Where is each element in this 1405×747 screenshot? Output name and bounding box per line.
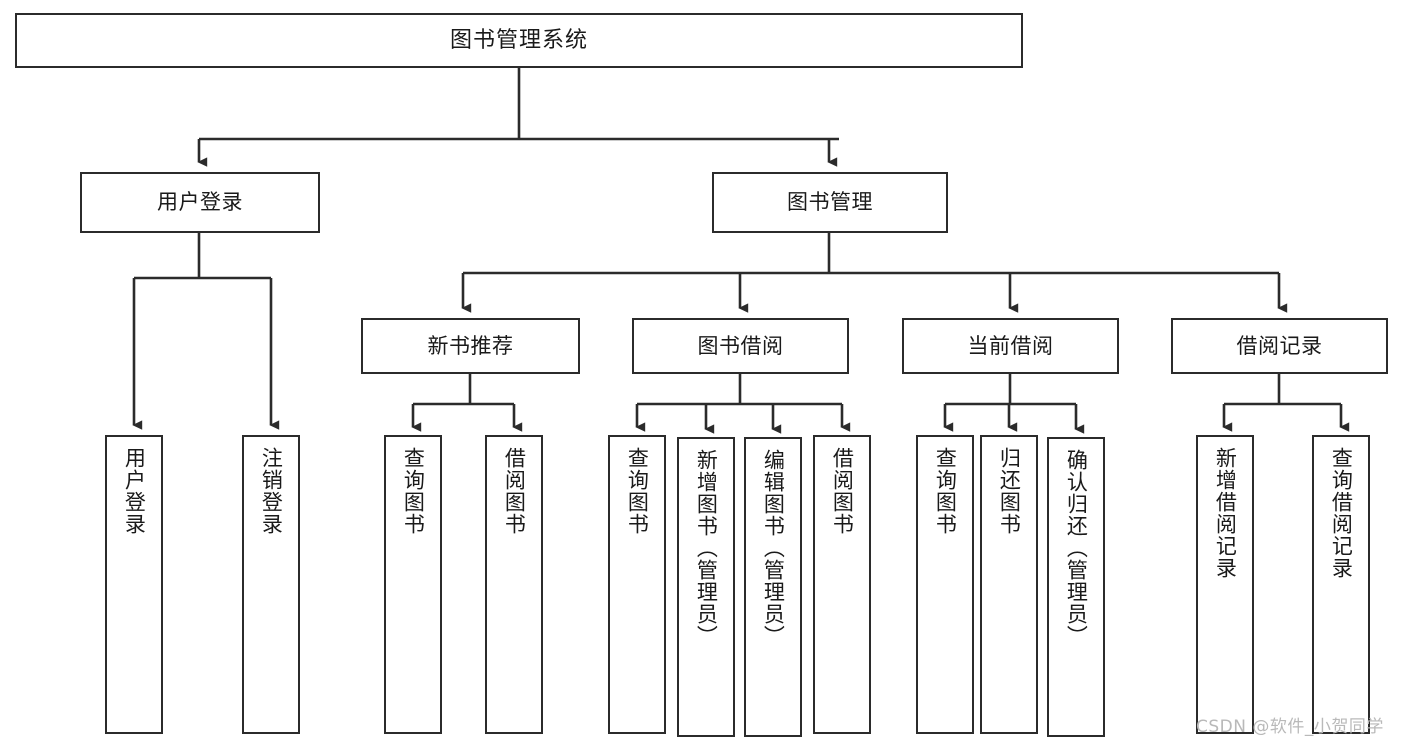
node-root-label: 图书管理系统 xyxy=(449,27,588,53)
node-leaf-query-book-1-label: 查询图书 xyxy=(401,447,426,535)
node-leaf-confirm-return[interactable]: 确认归还（管理员） xyxy=(1047,437,1105,737)
node-leaf-query-book-1[interactable]: 查询图书 xyxy=(384,435,442,734)
csdn-watermark: CSDN @软件_小贺同学 xyxy=(1196,717,1384,737)
node-leaf-add-book-label: 新增图书（管理员） xyxy=(694,449,719,647)
node-root[interactable]: 图书管理系统 xyxy=(15,13,1023,68)
node-leaf-edit-book-label: 编辑图书（管理员） xyxy=(761,449,786,647)
node-user-login-label: 用户登录 xyxy=(157,190,243,215)
node-book-manage[interactable]: 图书管理 xyxy=(712,172,948,233)
node-leaf-query-book-3-label: 查询图书 xyxy=(933,447,958,535)
node-leaf-add-book[interactable]: 新增图书（管理员） xyxy=(677,437,735,737)
node-borrow-record[interactable]: 借阅记录 xyxy=(1171,318,1388,374)
node-leaf-add-record-label: 新增借阅记录 xyxy=(1213,447,1238,579)
node-leaf-add-record[interactable]: 新增借阅记录 xyxy=(1196,435,1254,734)
node-current-borrow[interactable]: 当前借阅 xyxy=(902,318,1119,374)
node-book-manage-label: 图书管理 xyxy=(787,190,873,215)
node-leaf-user-logout[interactable]: 注销登录 xyxy=(242,435,300,734)
node-leaf-user-logout-label: 注销登录 xyxy=(259,447,284,535)
node-new-book-recommend[interactable]: 新书推荐 xyxy=(361,318,580,374)
node-leaf-edit-book[interactable]: 编辑图书（管理员） xyxy=(744,437,802,737)
node-book-borrow[interactable]: 图书借阅 xyxy=(632,318,849,374)
node-leaf-borrow-book-1[interactable]: 借阅图书 xyxy=(485,435,543,734)
node-leaf-borrow-book-2[interactable]: 借阅图书 xyxy=(813,435,871,734)
node-leaf-query-book-3[interactable]: 查询图书 xyxy=(916,435,974,734)
node-leaf-user-login-label: 用户登录 xyxy=(122,447,147,535)
node-leaf-query-record-label: 查询借阅记录 xyxy=(1329,447,1354,579)
node-leaf-query-record[interactable]: 查询借阅记录 xyxy=(1312,435,1370,734)
node-leaf-borrow-book-1-label: 借阅图书 xyxy=(502,447,527,535)
node-book-borrow-label: 图书借阅 xyxy=(697,333,784,358)
node-leaf-query-book-2[interactable]: 查询图书 xyxy=(608,435,666,734)
node-borrow-record-label: 借阅记录 xyxy=(1236,333,1323,358)
node-leaf-user-login[interactable]: 用户登录 xyxy=(105,435,163,734)
node-leaf-confirm-return-label: 确认归还（管理员） xyxy=(1064,449,1089,647)
node-leaf-query-book-2-label: 查询图书 xyxy=(625,447,650,535)
node-current-borrow-label: 当前借阅 xyxy=(967,333,1054,358)
node-leaf-return-book-label: 归还图书 xyxy=(997,447,1022,535)
node-new-book-recommend-label: 新书推荐 xyxy=(427,333,514,358)
node-leaf-borrow-book-2-label: 借阅图书 xyxy=(830,447,855,535)
node-user-login[interactable]: 用户登录 xyxy=(80,172,320,233)
node-leaf-return-book[interactable]: 归还图书 xyxy=(980,435,1038,734)
